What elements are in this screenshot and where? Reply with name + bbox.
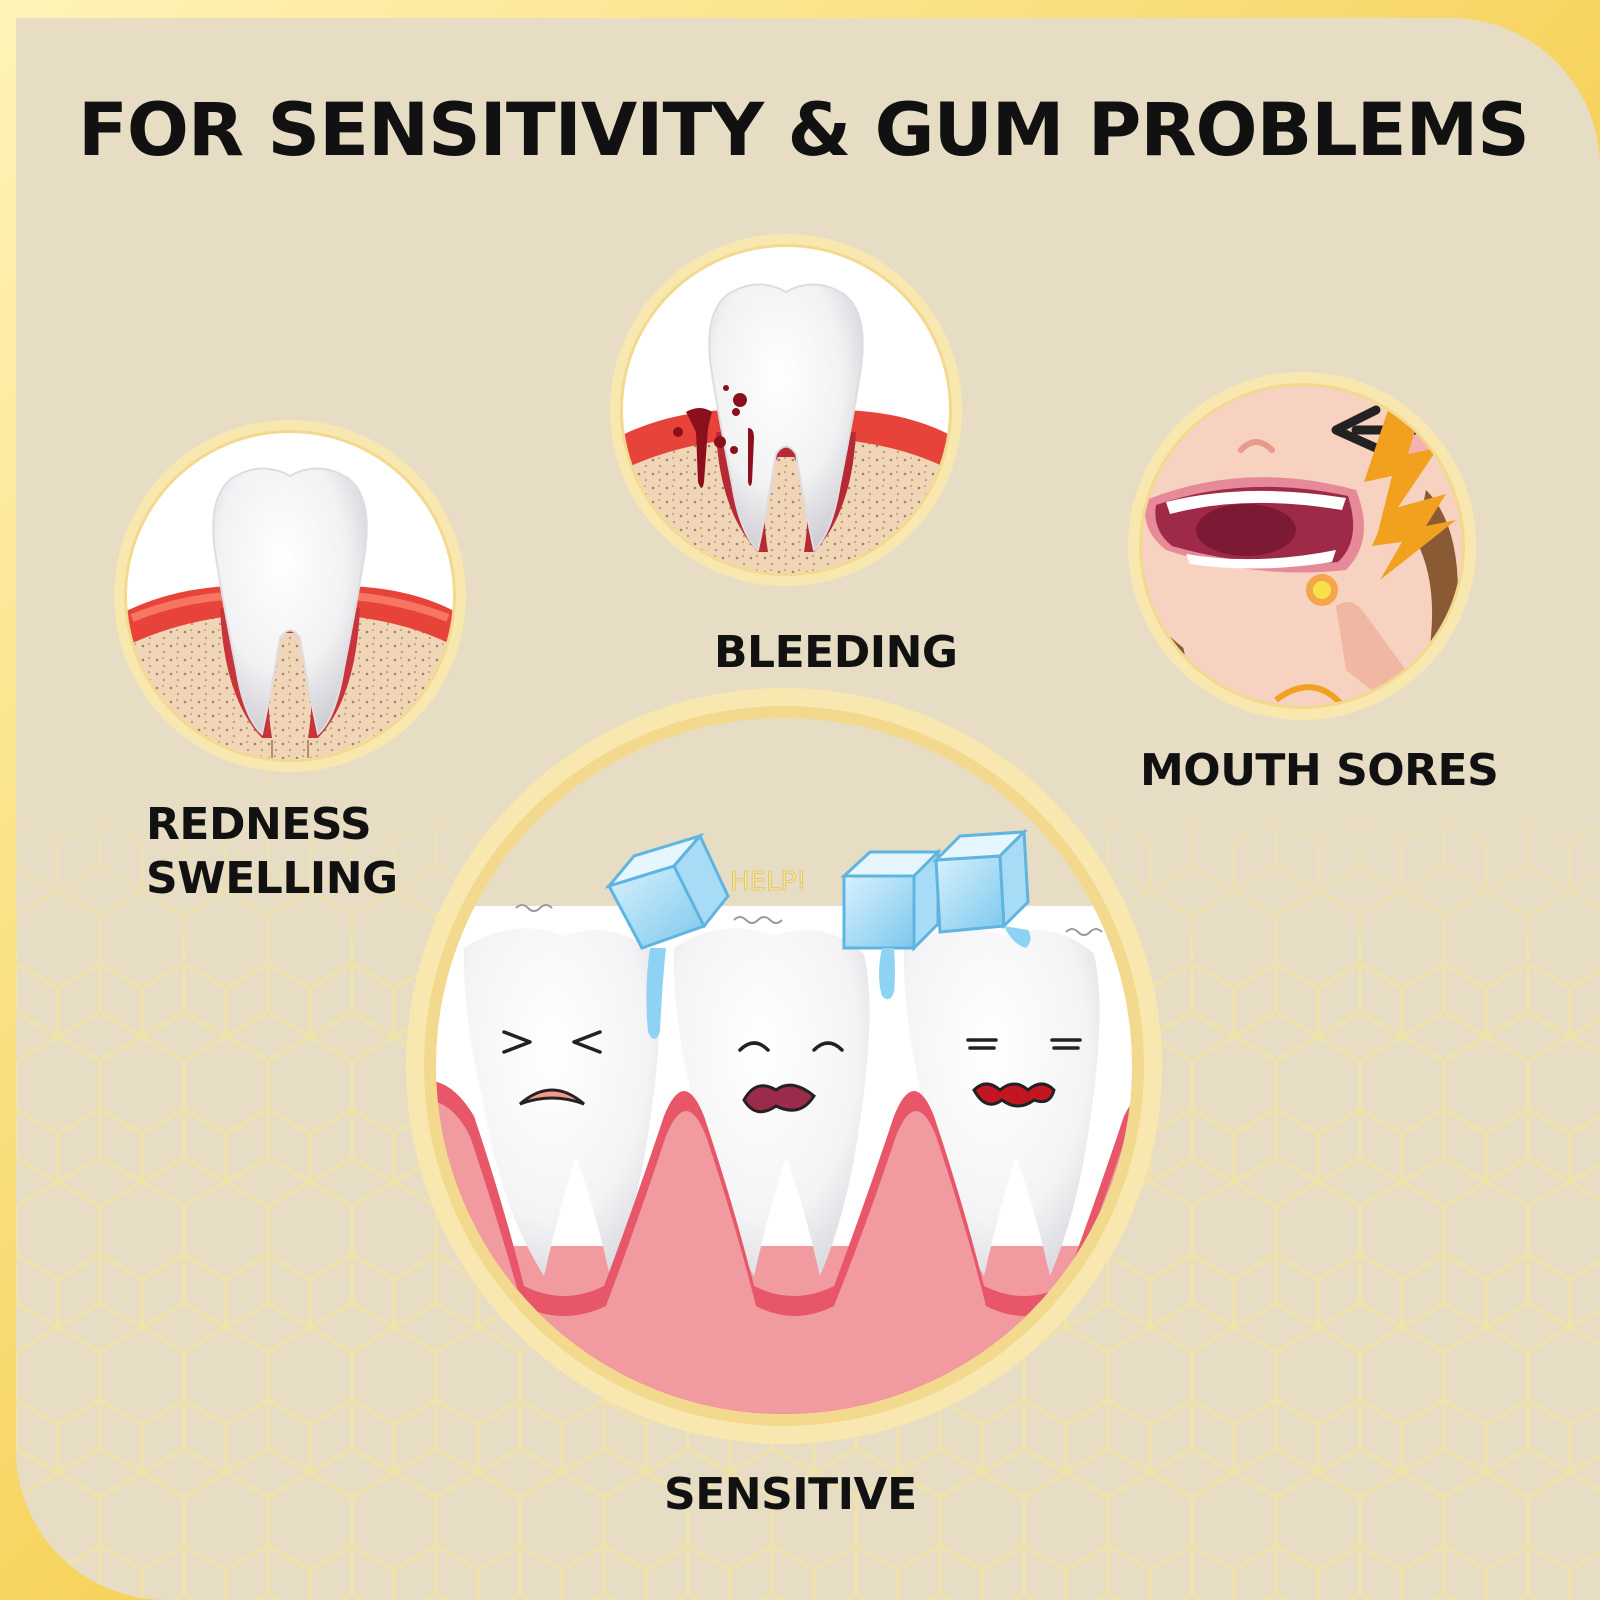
- label-bleeding: BLEEDING: [714, 626, 958, 680]
- help-callout: HELP!: [730, 867, 807, 897]
- poster-panel: FOR SENSITIVITY & GUM PROBLEMS: [16, 18, 1600, 1600]
- label-sensitive: SENSITIVE: [664, 1468, 917, 1522]
- label-line: SWELLING: [146, 853, 398, 904]
- page-title: FOR SENSITIVITY & GUM PROBLEMS: [78, 88, 1530, 173]
- label-line: REDNESS: [146, 799, 372, 850]
- label-mouth-sores: MOUTH SORES: [1140, 744, 1499, 798]
- label-line: SENSITIVE: [664, 1469, 917, 1520]
- label-line: MOUTH SORES: [1140, 745, 1499, 796]
- label-redness-swelling: REDNESS SWELLING: [146, 798, 398, 906]
- mouth-sores-illustration: [1126, 370, 1478, 722]
- label-line: BLEEDING: [714, 627, 958, 678]
- bleeding-illustration: [608, 232, 964, 588]
- sensitive-teeth-illustration: HELP!: [404, 686, 1164, 1446]
- redness-swelling-illustration: [112, 418, 468, 774]
